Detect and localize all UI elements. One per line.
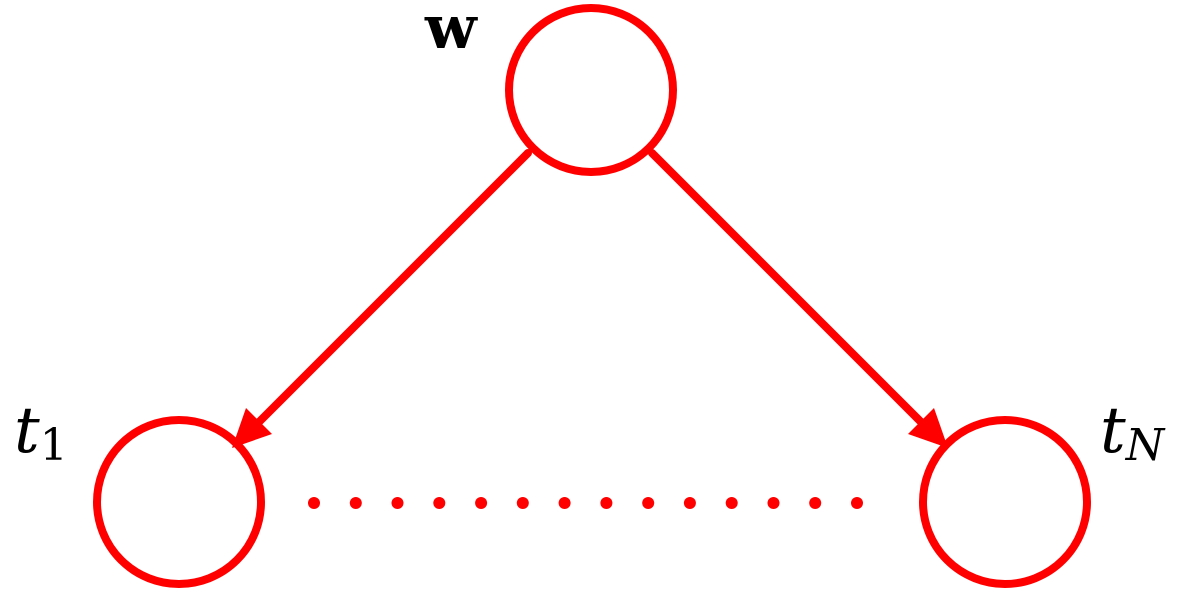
dotted-edge-dot <box>851 497 863 509</box>
label-w: w <box>424 0 478 63</box>
dotted-edge-dot <box>349 497 362 509</box>
dotted-edge-dot <box>642 497 655 509</box>
label-t1-subscript: 1 <box>40 420 68 471</box>
edge-w-to-t1 <box>240 149 532 441</box>
label-tN-main: t <box>1100 394 1126 468</box>
dotted-edge-dot <box>600 497 613 509</box>
label-t1-main: t <box>14 394 40 468</box>
edge-w-to-tN <box>648 149 940 441</box>
label-tN-subscript: N <box>1125 420 1166 471</box>
arrowhead-t1 <box>232 408 272 448</box>
dotted-edge-dot <box>683 497 696 509</box>
label-tN: tN <box>1100 394 1166 471</box>
node-tN <box>919 416 1091 588</box>
dotted-edge-dot <box>725 497 738 509</box>
dotted-edge-dot <box>433 497 446 509</box>
dotted-edge-dot <box>308 497 320 509</box>
dotted-edge-dot <box>391 497 404 509</box>
dotted-edge-dot <box>558 497 571 509</box>
dotted-edge-dot <box>767 497 780 509</box>
dotted-edge-dot <box>809 497 822 509</box>
arrowhead-tN <box>908 408 948 448</box>
dotted-edge-t1-to-tN <box>308 497 863 509</box>
dotted-edge-dot <box>516 497 529 509</box>
node-w <box>505 4 677 176</box>
node-t1 <box>93 416 265 588</box>
dotted-edge-dot <box>475 497 488 509</box>
label-t1: t1 <box>14 394 68 471</box>
